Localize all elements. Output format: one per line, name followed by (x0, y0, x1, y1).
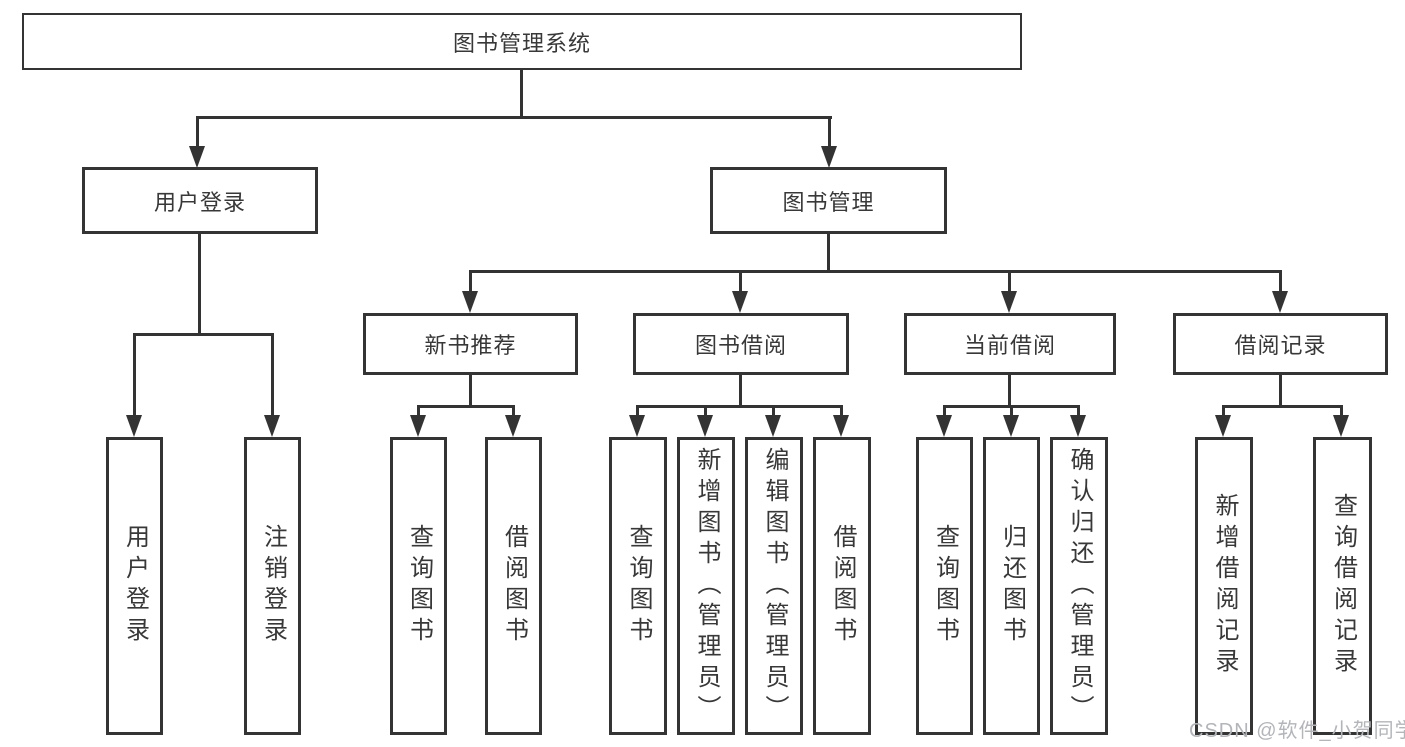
node-book-management: 图书管理 (710, 167, 947, 234)
node-new-book-recommend-label: 新书推荐 (424, 333, 517, 358)
connector-root-stem (520, 68, 523, 119)
arrowhead (1003, 415, 1019, 437)
arrowhead (697, 415, 713, 437)
arrowhead (1272, 291, 1288, 313)
arrowhead (126, 415, 142, 437)
leaf-borrow-book-1: 借阅图书 (485, 437, 542, 735)
leaf-borrow-book-1-label: 借阅图书 (500, 524, 528, 648)
connector-bookmgmt-drop-4 (1279, 270, 1282, 294)
arrowhead (505, 415, 521, 437)
arrowhead (1070, 415, 1086, 437)
connector-records-drop-1 (1222, 405, 1225, 421)
arrowhead (833, 415, 849, 437)
leaf-query-borrow-record: 查询借阅记录 (1313, 437, 1372, 735)
arrowhead (732, 291, 748, 313)
connector-current-drop-2 (1010, 405, 1013, 421)
leaf-user-login-label: 用户登录 (121, 524, 149, 648)
node-book-borrow-label: 图书借阅 (694, 333, 787, 358)
leaf-query-book-3-label: 查询图书 (931, 524, 959, 648)
connector-root-rail (196, 116, 832, 119)
leaf-borrow-book-2: 借阅图书 (813, 437, 871, 735)
arrowhead (936, 415, 952, 437)
leaf-add-book-admin-label: 新增图书（管理员） (693, 446, 720, 726)
node-user-login-label: 用户登录 (153, 189, 246, 215)
leaf-edit-book-admin: 编辑图书（管理员） (745, 437, 803, 735)
connector-userlogin-stem (198, 233, 201, 336)
leaf-user-login: 用户登录 (106, 437, 163, 735)
connector-records-stem (1279, 374, 1282, 408)
connector-newbook-drop-1 (417, 405, 420, 421)
connector-root-drop-right (828, 116, 831, 150)
leaf-confirm-return-admin-label: 确认归还（管理员） (1066, 446, 1093, 726)
leaf-query-borrow-record-label: 查询借阅记录 (1329, 493, 1357, 679)
arrowhead (1215, 415, 1231, 437)
leaf-borrow-book-2-label: 借阅图书 (829, 524, 856, 648)
leaf-confirm-return-admin: 确认归还（管理员） (1050, 437, 1108, 735)
connector-borrow-rail (636, 405, 843, 408)
connector-borrow-drop-2 (704, 405, 707, 421)
node-borrow-records-label: 借阅记录 (1234, 333, 1327, 358)
node-library-system: 图书管理系统 (22, 13, 1022, 70)
node-library-system-label: 图书管理系统 (452, 30, 591, 56)
arrowhead (1001, 291, 1017, 313)
connector-borrow-drop-4 (840, 405, 843, 421)
connector-current-drop-3 (1077, 405, 1080, 421)
connector-records-rail (1222, 405, 1343, 408)
node-current-borrow-label: 当前借阅 (963, 333, 1056, 358)
arrowhead (264, 415, 280, 437)
connector-borrow-drop-3 (772, 405, 775, 421)
connector-bookmgmt-stem (827, 233, 830, 273)
arrowhead (821, 146, 837, 168)
node-book-management-label: 图书管理 (782, 189, 875, 215)
leaf-query-book-1: 查询图书 (390, 437, 447, 735)
csdn-watermark: CSDN @软件_小贺同学 (1189, 720, 1405, 742)
leaf-query-book-1-label: 查询图书 (405, 524, 433, 648)
leaf-logout: 注销登录 (244, 437, 301, 735)
arrowhead (629, 415, 645, 437)
arrowhead (765, 415, 781, 437)
connector-borrow-stem (739, 374, 742, 408)
node-borrow-records: 借阅记录 (1173, 313, 1388, 375)
leaf-query-book-2-label: 查询图书 (625, 524, 652, 648)
leaf-edit-book-admin-label: 编辑图书（管理员） (761, 446, 788, 726)
connector-newbook-rail (417, 405, 515, 408)
leaf-add-book-admin: 新增图书（管理员） (677, 437, 735, 735)
arrowhead (1333, 415, 1349, 437)
connector-bookmgmt-rail (469, 270, 1282, 273)
node-user-login: 用户登录 (82, 167, 318, 234)
arrowhead (410, 415, 426, 437)
connector-current-drop-1 (943, 405, 946, 421)
connector-records-drop-2 (1340, 405, 1343, 421)
leaf-logout-label: 注销登录 (259, 524, 287, 648)
node-new-book-recommend: 新书推荐 (363, 313, 578, 375)
leaf-return-book-label: 归还图书 (998, 524, 1026, 648)
leaf-return-book: 归还图书 (983, 437, 1040, 735)
leaf-add-borrow-record-label: 新增借阅记录 (1211, 493, 1238, 679)
connector-bookmgmt-drop-3 (1008, 270, 1011, 294)
connector-newbook-stem (469, 374, 472, 408)
connector-current-stem (1008, 374, 1011, 408)
connector-bookmgmt-drop-1 (469, 270, 472, 294)
leaf-query-book-3: 查询图书 (916, 437, 973, 735)
leaf-query-book-2: 查询图书 (609, 437, 667, 735)
connector-newbook-drop-2 (512, 405, 515, 421)
node-current-borrow: 当前借阅 (904, 313, 1116, 375)
leaf-add-borrow-record: 新增借阅记录 (1195, 437, 1253, 735)
node-book-borrow: 图书借阅 (633, 313, 849, 375)
connector-root-drop-left (196, 116, 199, 150)
connector-borrow-drop-1 (636, 405, 639, 421)
arrowhead (189, 146, 205, 168)
connector-userlogin-rail (133, 333, 274, 336)
connector-userlogin-drop-2 (271, 333, 274, 419)
connector-userlogin-drop-1 (133, 333, 136, 419)
arrowhead (462, 291, 478, 313)
connector-bookmgmt-drop-2 (739, 270, 742, 294)
